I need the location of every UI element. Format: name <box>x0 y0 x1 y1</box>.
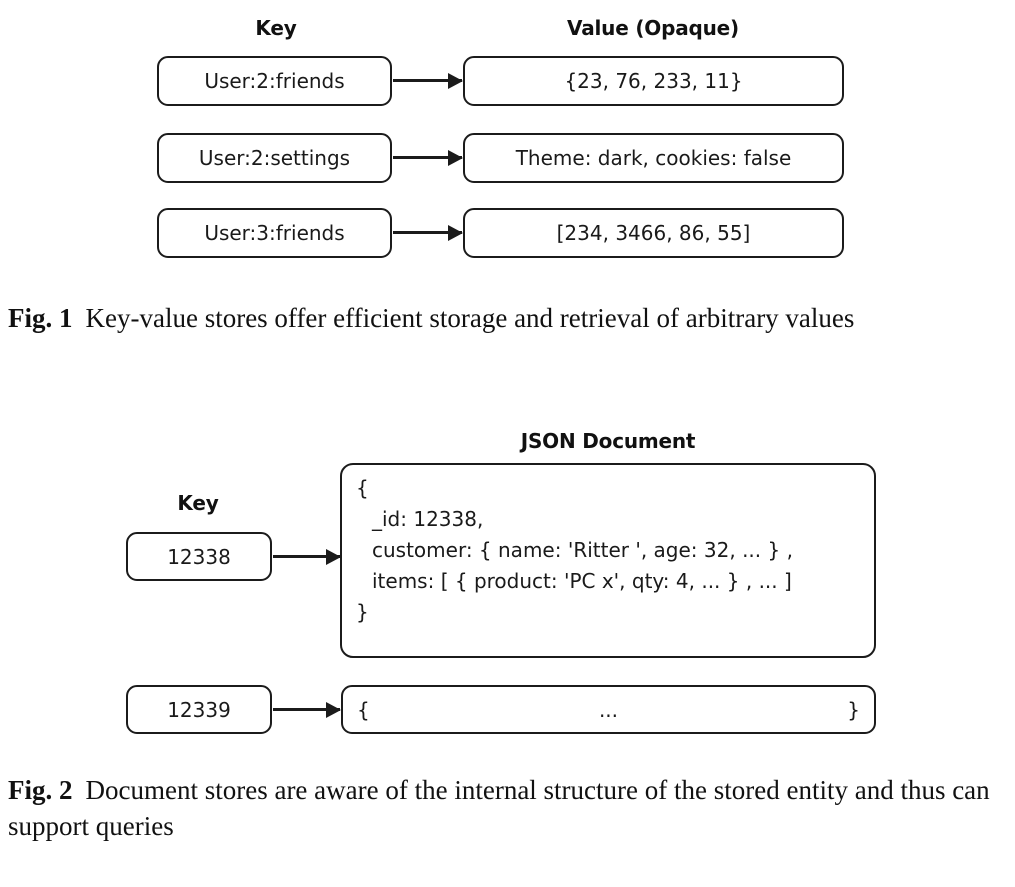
key-box-user3-friends: User:3:friends <box>157 208 392 258</box>
key-box-12339: 12339 <box>126 685 272 734</box>
value-box-user2-friends: {23, 76, 233, 11} <box>463 56 844 106</box>
figure1-key-column-header: Key <box>255 16 297 40</box>
figure2-caption-text: Document stores are aware of the interna… <box>8 775 990 841</box>
key-box-12338: 12338 <box>126 532 272 581</box>
json-document-box: { _id: 12338, customer: { name: 'Ritter … <box>340 463 876 658</box>
figure1-caption-label: Fig. 1 <box>8 303 73 333</box>
arrow-row-2 <box>393 156 462 159</box>
figure1-caption: Fig. 1 Key-value stores offer efficient s… <box>8 300 1006 336</box>
key-box-user2-friends: User:2:friends <box>157 56 392 106</box>
figure2-document-column-header: JSON Document <box>520 429 696 453</box>
json-stub-box: { ... } <box>341 685 876 734</box>
arrow-doc-row-1 <box>273 555 340 558</box>
figure2-caption-label: Fig. 2 <box>8 775 73 805</box>
json-line-0: { <box>356 476 369 500</box>
json-line-4: } <box>356 600 369 624</box>
value-box-user3-friends: [234, 3466, 86, 55] <box>463 208 844 258</box>
json-stub-ellipsis: ... <box>598 697 619 722</box>
json-stub-brace-close: } <box>847 697 860 722</box>
arrow-row-1 <box>393 79 462 82</box>
figure2-key-column-header: Key <box>177 491 219 515</box>
json-line-1: _id: 12338, <box>372 507 484 531</box>
key-box-user2-settings: User:2:settings <box>157 133 392 183</box>
json-line-2: customer: { name: 'Ritter ', age: 32, ..… <box>372 538 793 562</box>
figure1-caption-text: Key-value stores offer efficient storage… <box>85 303 855 333</box>
value-box-user2-settings: Theme: dark, cookies: false <box>463 133 844 183</box>
json-line-3: items: [ { product: 'PC x', qty: 4, ... … <box>372 569 792 593</box>
figure1-value-column-header: Value (Opaque) <box>567 16 739 40</box>
arrow-doc-row-2 <box>273 708 340 711</box>
arrow-row-3 <box>393 231 462 234</box>
json-stub-brace-open: { <box>357 697 370 722</box>
